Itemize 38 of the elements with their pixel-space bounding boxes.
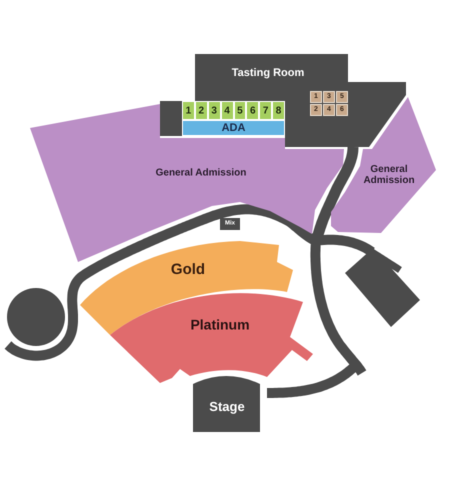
- seat-number: 8: [276, 105, 282, 116]
- table-block: [323, 91, 335, 103]
- seating-block: [234, 101, 246, 120]
- section-label: Platinum: [190, 317, 250, 333]
- table-block: [323, 104, 335, 116]
- mix-booth: [220, 218, 240, 230]
- seating-block: [208, 101, 221, 120]
- seating-section: [80, 240, 293, 335]
- seat-number: 5: [237, 105, 243, 116]
- seating-section: [30, 104, 344, 262]
- seating-block: [182, 101, 195, 120]
- round-structure: [7, 288, 65, 346]
- building-block: [345, 248, 420, 327]
- seat-number: 2: [198, 105, 204, 116]
- table-block: [310, 91, 322, 103]
- seating-block: [246, 101, 260, 120]
- seating-block: [220, 101, 234, 120]
- seating-section: [182, 120, 285, 136]
- seating-block: [194, 101, 208, 120]
- section-label: General Admission: [363, 164, 415, 186]
- building-block: [160, 54, 406, 147]
- table-block: [336, 104, 348, 116]
- building-label: Tasting Room: [232, 66, 304, 80]
- section-label: General Admission: [156, 168, 246, 178]
- seat-number: 4: [224, 105, 230, 116]
- section-label: ADA: [222, 122, 246, 134]
- table-block: [336, 91, 348, 103]
- seating-section: [331, 97, 436, 233]
- seat-number: 3: [211, 105, 217, 116]
- stage-block: [193, 376, 260, 432]
- seat-number: 6: [250, 105, 256, 116]
- seat-number: 1: [186, 105, 192, 116]
- seating-block: [272, 101, 285, 120]
- section-label: Gold: [170, 262, 206, 278]
- seating-block: [259, 101, 272, 120]
- table-block: [310, 104, 322, 116]
- seat-number: 7: [262, 105, 268, 116]
- stage-label: Stage: [209, 400, 245, 414]
